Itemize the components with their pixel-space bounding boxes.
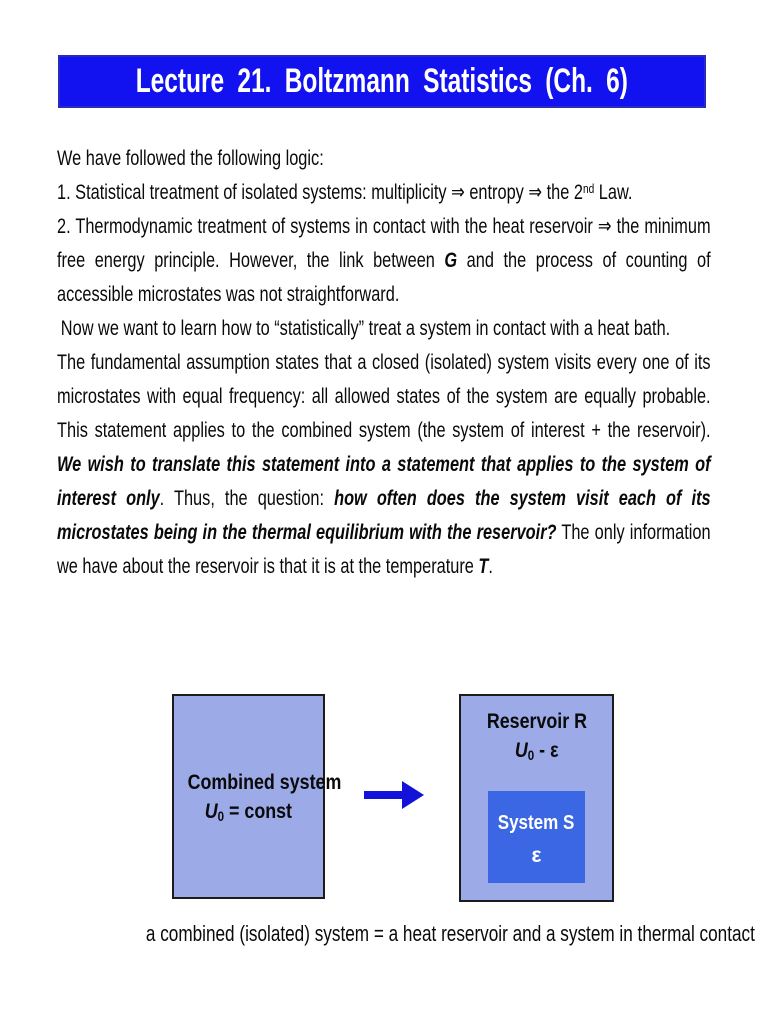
item2-text: 2. Thermodynamic treatment of systems in… bbox=[57, 214, 711, 272]
item1-text: 1. Statistical treatment of isolated sys… bbox=[57, 180, 583, 204]
para-item2: 2. Thermodynamic treatment of systems in… bbox=[57, 209, 711, 311]
reservoir-box: Reservoir R U0 - ε System S ε bbox=[459, 694, 614, 902]
combined-energy-rest: = const bbox=[224, 799, 293, 823]
symbol-U-sub: 0 bbox=[217, 808, 225, 824]
combined-energy-label: U0 = const bbox=[174, 797, 323, 826]
combined-system-title-text: Combined system bbox=[187, 770, 342, 794]
body-text: We have followed the following logic: 1.… bbox=[57, 141, 711, 583]
intro-text: We have followed the following logic: bbox=[57, 146, 324, 170]
system-box: System S ε bbox=[488, 791, 585, 883]
diagram-caption: a combined (isolated) system = a heat re… bbox=[60, 921, 755, 947]
title-bar: Lecture 21. Boltzmann Statistics (Ch. 6) bbox=[58, 55, 706, 108]
reservoir-title-text: Reservoir R bbox=[486, 710, 587, 733]
reservoir-energy-label: U0 - ε bbox=[461, 736, 612, 765]
combined-system-box: Combined system U0 = const bbox=[172, 694, 342, 899]
combined-system-title: Combined system bbox=[174, 768, 342, 797]
symbol-T: T bbox=[478, 554, 489, 578]
symbol-U-reservoir: U bbox=[514, 739, 528, 762]
item1-superscript: nd bbox=[582, 181, 595, 197]
combined-energy-text: U0 = const bbox=[205, 797, 292, 826]
reservoir-energy-rest: - ε bbox=[534, 739, 559, 762]
arrow-head bbox=[402, 781, 424, 809]
item2-text-end: and the process of counting of accessibl… bbox=[57, 248, 711, 306]
fund-emphasis-1: We wish to translate this statement into… bbox=[57, 452, 711, 510]
para-now-text: Now we want to learn how to “statistical… bbox=[60, 316, 671, 340]
arrow-shaft bbox=[364, 791, 402, 799]
para-now: Now we want to learn how to “statistical… bbox=[57, 311, 711, 345]
diagram-caption-text: a combined (isolated) system = a heat re… bbox=[145, 921, 755, 946]
system-title-text: System S bbox=[498, 812, 575, 834]
fund-text-3: The only information we have about the r… bbox=[57, 520, 711, 578]
para-item1: 1. Statistical treatment of isolated sys… bbox=[57, 175, 711, 209]
para-fundamental: The fundamental assumption states that a… bbox=[57, 345, 711, 583]
fund-text-1: The fundamental assumption states that a… bbox=[57, 350, 711, 442]
system-title: System S bbox=[488, 791, 585, 835]
slide-title: Lecture 21. Boltzmann Statistics (Ch. 6) bbox=[135, 62, 629, 100]
symbol-U-reservoir-sub: 0 bbox=[527, 748, 535, 764]
para-intro: We have followed the following logic: bbox=[57, 141, 711, 175]
reservoir-title: Reservoir R bbox=[461, 707, 612, 736]
right-arrow-icon bbox=[364, 781, 424, 809]
fund-text-4: . bbox=[488, 554, 493, 578]
fund-emphasis-2: how often does the system visit each of … bbox=[57, 486, 711, 544]
symbol-U: U bbox=[204, 799, 218, 823]
system-energy-symbol: ε bbox=[531, 844, 542, 867]
reservoir-energy-text: U0 - ε bbox=[515, 736, 559, 765]
fund-text-2: . Thus, the question: bbox=[159, 486, 335, 510]
symbol-G: G bbox=[444, 248, 458, 272]
item1-text-end: Law. bbox=[594, 180, 633, 204]
